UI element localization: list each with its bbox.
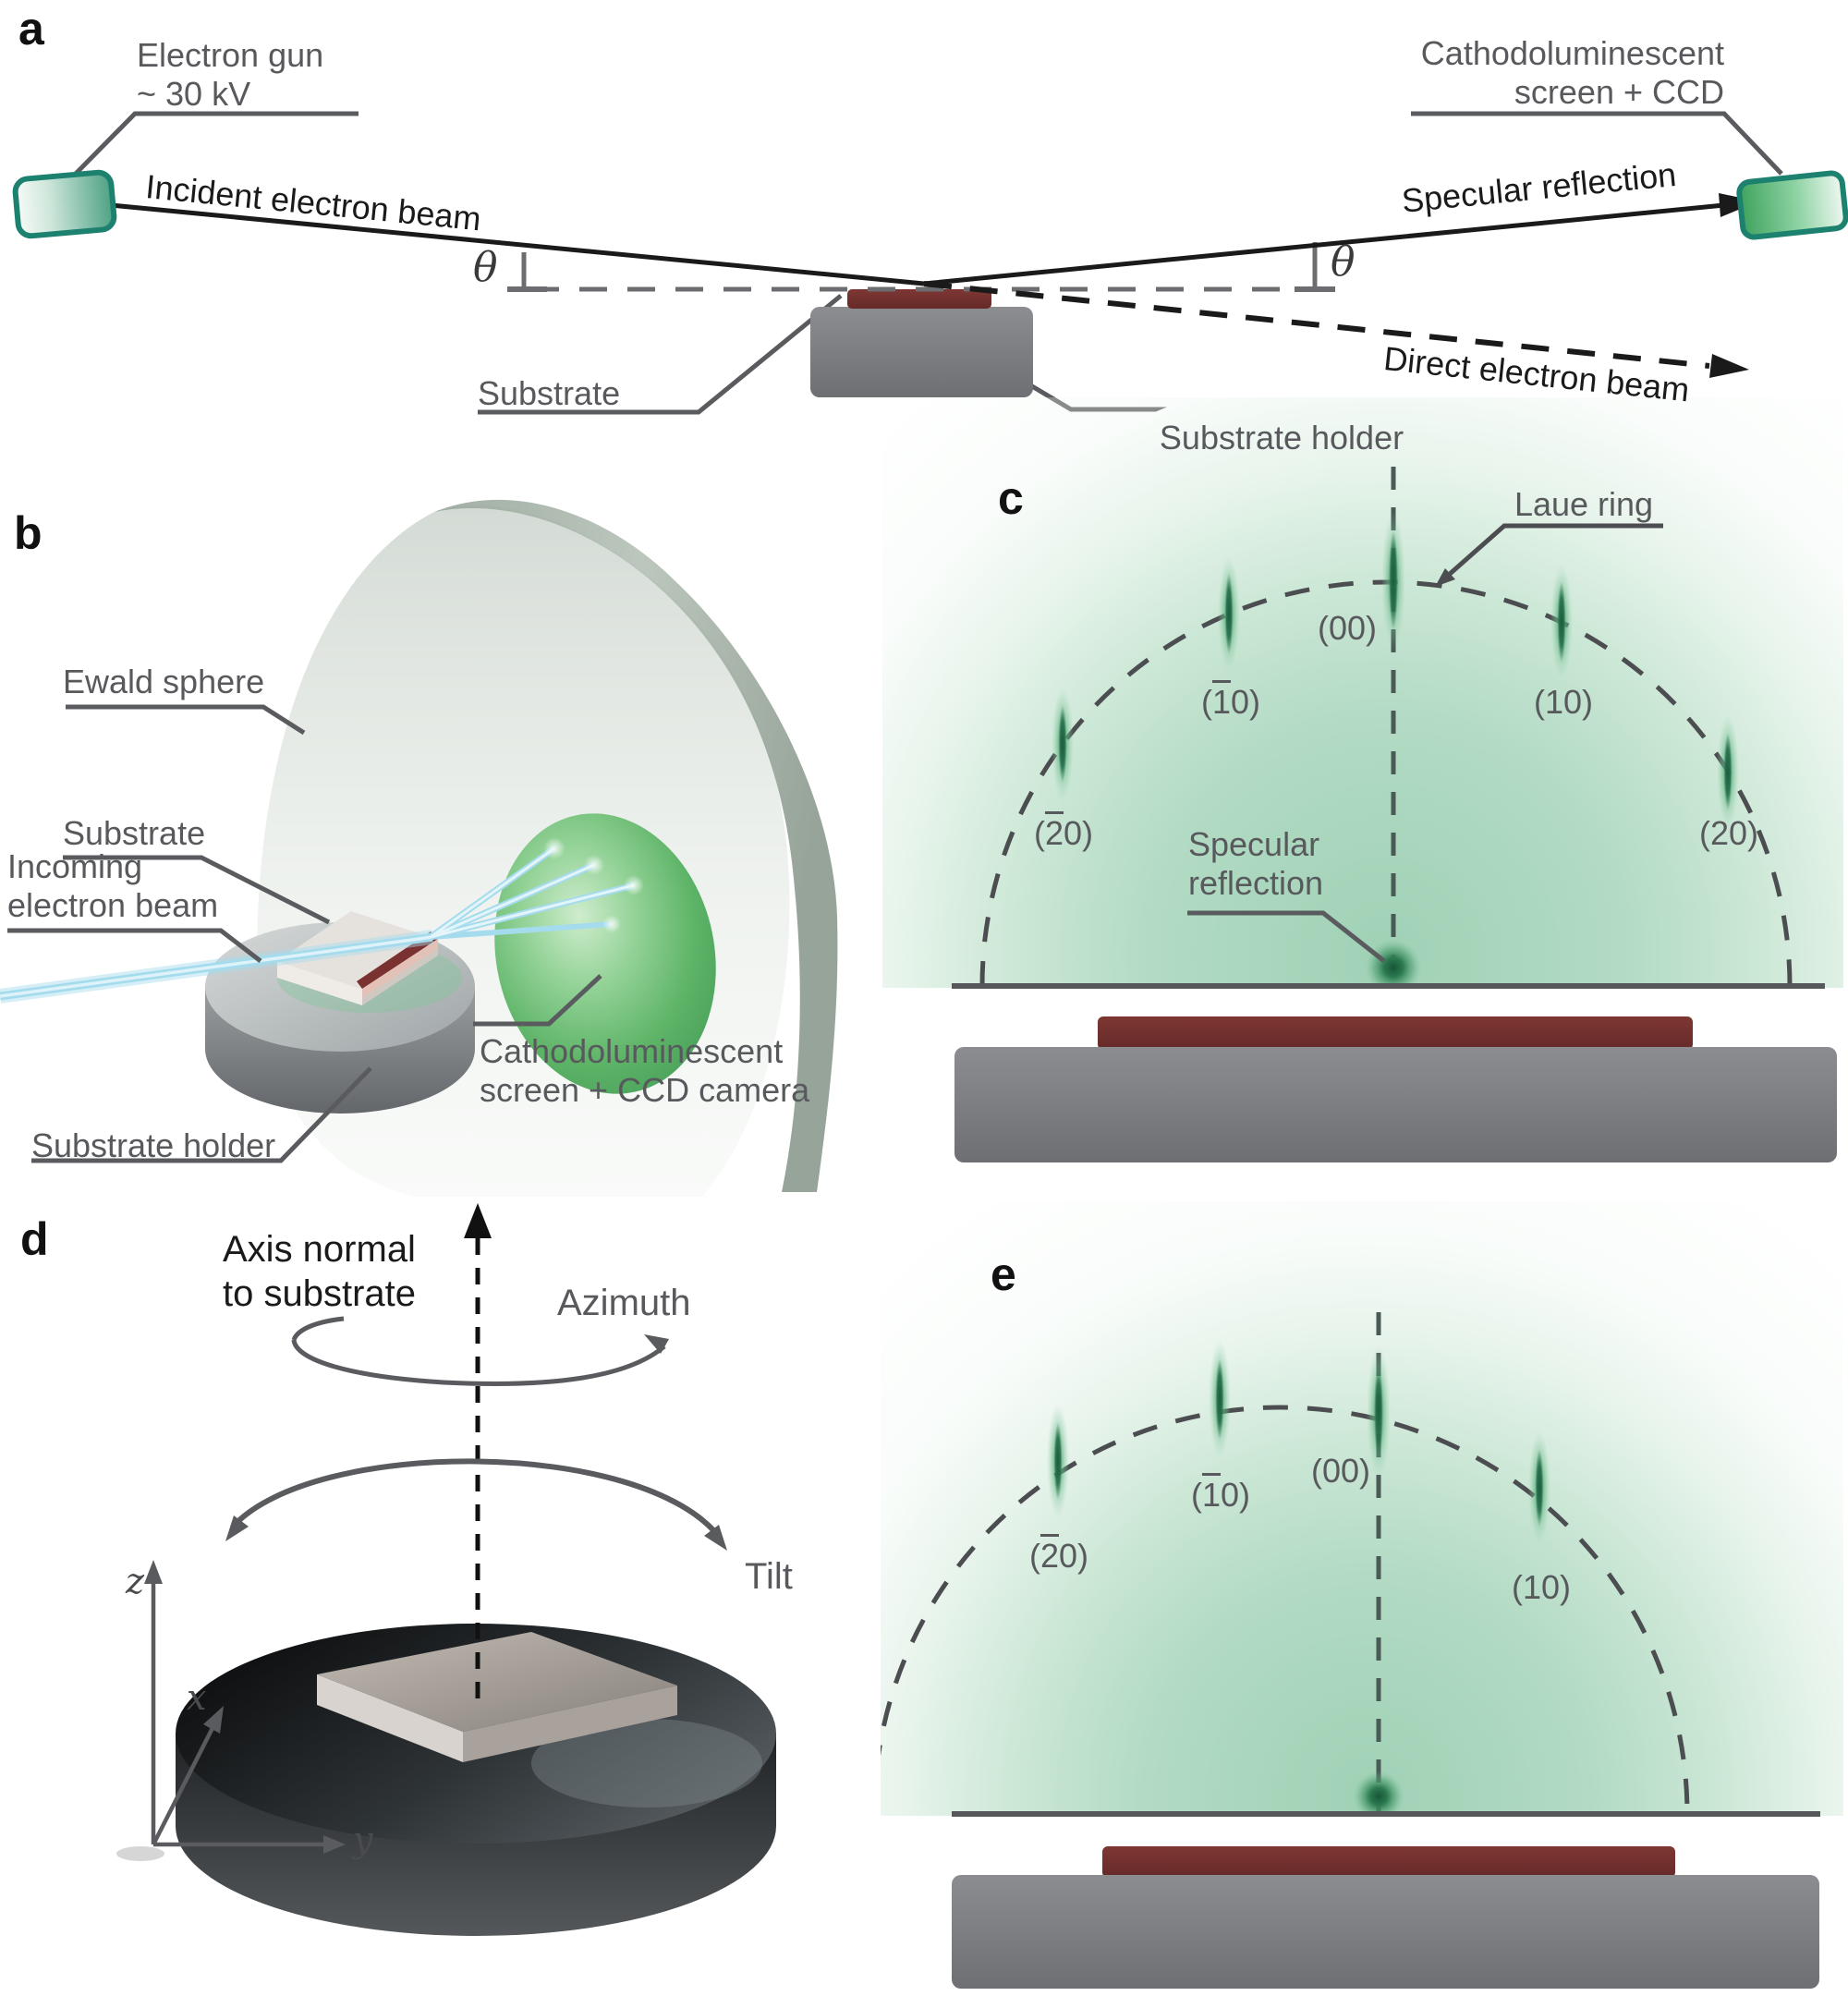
tilt-label: Tilt xyxy=(745,1556,793,1597)
leader-incoming-beam xyxy=(7,928,262,963)
substrate-film-e xyxy=(1102,1846,1675,1878)
direct-arrowhead xyxy=(1709,354,1749,378)
spot-label-m10-e: (10) xyxy=(1190,1476,1251,1514)
diffraction-streaks-c xyxy=(1052,512,1739,829)
specular-beam-line xyxy=(923,202,1725,286)
x-axis-label: x xyxy=(187,1677,207,1718)
y-axis-label: y xyxy=(353,1820,373,1860)
spot-label-m20-e: (20) xyxy=(1028,1537,1089,1575)
panel-a xyxy=(12,111,1848,415)
spot-label-p10-e: (10) xyxy=(1511,1568,1572,1606)
theta-right: θ xyxy=(1331,238,1356,286)
spot-label-m10-c: (10) xyxy=(1200,683,1261,721)
glow-e xyxy=(881,1201,1843,1816)
spot-label-00-e: (00) xyxy=(1310,1452,1371,1490)
substrate-holder-label-a: Substrate holder xyxy=(1159,419,1404,456)
ccd-screen-a xyxy=(1736,170,1848,240)
electron-beams-b xyxy=(0,837,644,1004)
ccd-label-line2: screen + CCD xyxy=(1514,73,1724,111)
electron-gun xyxy=(12,169,117,239)
substrate-film-c xyxy=(1098,1016,1693,1050)
direct-beam-line xyxy=(923,281,1710,369)
coordinate-axes xyxy=(116,1560,346,1861)
leader-ccd-screen xyxy=(1411,111,1783,176)
glow-c xyxy=(882,397,1843,988)
substrate-holder-e xyxy=(952,1875,1819,1989)
diffraction-streaks-e xyxy=(1047,1340,1550,1545)
panel-e-letter: e xyxy=(991,1248,1016,1300)
spot-label-p20-c: (20) xyxy=(1698,814,1759,852)
panel-b xyxy=(0,499,838,1197)
panel-a-letter: a xyxy=(18,3,44,55)
azimuth-arrow xyxy=(291,1316,669,1386)
axis-normal-label-line1: Axis normal xyxy=(223,1229,416,1270)
leader-substrate-a xyxy=(478,294,843,415)
specular-label-line1-c: Specular xyxy=(1188,825,1320,863)
z-axis-arrowhead xyxy=(144,1560,163,1584)
substrate-holder-a xyxy=(810,307,1033,397)
axis-normal-arrowhead xyxy=(464,1203,492,1238)
panel-b-letter: b xyxy=(14,507,43,559)
theta-left: θ xyxy=(473,244,498,291)
cl-screen-label-line2: screen + CCD camera xyxy=(480,1071,810,1109)
ewald-sphere-rim xyxy=(434,499,838,1192)
electron-gun-label-line1: Electron gun xyxy=(137,36,324,74)
substrate-label-b: Substrate xyxy=(63,814,206,852)
cl-screen-label-line1: Cathodoluminescent xyxy=(480,1032,784,1070)
leader-electron-gun xyxy=(65,111,359,185)
azimuth-label: Azimuth xyxy=(557,1283,691,1323)
leader-specular-spot-c xyxy=(1187,910,1386,963)
tilt-arrow xyxy=(225,1458,727,1551)
electron-gun-label-line2: ~ 30 kV xyxy=(137,75,251,113)
incident-beam-line xyxy=(110,202,925,286)
panel-c-letter: c xyxy=(998,472,1024,524)
leader-substrate-holder-b xyxy=(31,1066,372,1163)
incoming-beam-label-line2: electron beam xyxy=(7,886,219,924)
y-axis-arrowhead xyxy=(323,1835,346,1854)
ewald-sphere-label: Ewald sphere xyxy=(63,663,265,700)
sample-slab xyxy=(317,1632,677,1762)
substrate-holder-c xyxy=(954,1047,1837,1162)
leader-cl-screen xyxy=(473,974,602,1027)
panel-c xyxy=(882,397,1843,1162)
leader-ewald-sphere xyxy=(66,704,306,736)
specular-label-line2-c: reflection xyxy=(1188,864,1324,902)
leader-laue-ring xyxy=(1440,523,1663,583)
axis-normal-label-line2: to substrate xyxy=(223,1273,417,1314)
substrate-film-a xyxy=(847,289,991,309)
spot-label-p10-c: (10) xyxy=(1533,683,1594,721)
specular-spot-e xyxy=(1354,1771,1404,1816)
panel-e xyxy=(881,1201,1843,1989)
laue-ring-label: Laue ring xyxy=(1514,485,1654,523)
panel-d xyxy=(116,1203,776,1936)
panel-d-letter: d xyxy=(20,1213,49,1265)
x-axis-arrowhead xyxy=(203,1706,224,1734)
incoming-beam-label-line1: Incoming xyxy=(7,847,143,885)
substrate-holder-label-b: Substrate holder xyxy=(31,1126,276,1164)
ccd-label-line1: Cathodoluminescent xyxy=(1420,34,1724,72)
spot-label-m20-c: (20) xyxy=(1033,814,1094,852)
laue-leader-arrowhead xyxy=(1435,568,1455,587)
spot-label-00-c: (00) xyxy=(1317,609,1378,647)
laue-ring-e xyxy=(881,1405,1690,1815)
z-axis-label: z xyxy=(126,1561,145,1601)
leader-substrate-b xyxy=(63,855,331,925)
substrate-label-a: Substrate xyxy=(478,374,621,412)
specular-spot-c xyxy=(1366,940,1421,988)
